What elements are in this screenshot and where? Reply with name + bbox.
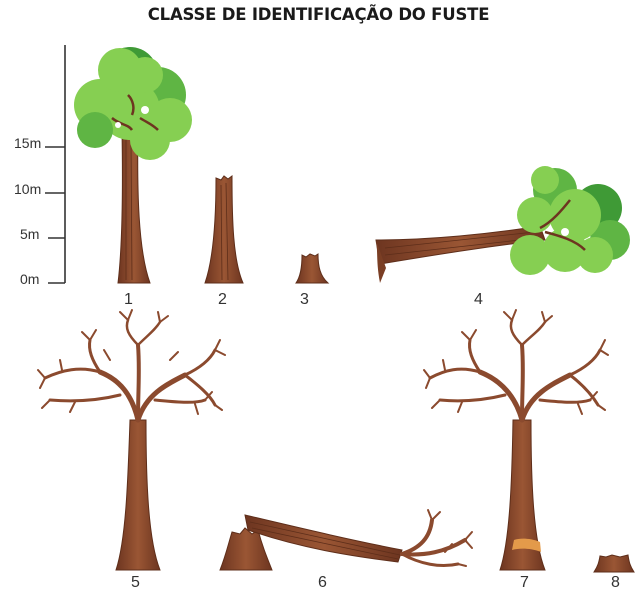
diagram-title: CLASSE DE IDENTIFICAÇÃO DO FUSTE: [147, 5, 490, 24]
tree-class-6: [219, 509, 473, 571]
class-number-3: 3: [300, 291, 309, 308]
class-number-1: 1: [124, 291, 133, 308]
class-number-6: 6: [318, 574, 327, 591]
tree-class-4: [375, 166, 630, 283]
tree-class-8: [593, 554, 635, 573]
class-number-2: 2: [218, 291, 227, 308]
class-number-4: 4: [474, 291, 483, 308]
height-scale: [45, 45, 66, 284]
scale-label-5m: 5m: [20, 226, 40, 242]
tree-class-2: [204, 175, 244, 284]
class-number-5: 5: [131, 574, 140, 591]
tree-class-3: [295, 253, 330, 284]
tree-class-7: [423, 309, 609, 571]
tree-4-crown: [510, 166, 630, 275]
girdle-band: [512, 538, 541, 552]
class-number-8: 8: [611, 574, 620, 591]
class-number-7: 7: [520, 574, 529, 591]
tree-class-1: [74, 47, 192, 284]
scale-label-0m: 0m: [20, 271, 40, 287]
tree-1-crown: [74, 47, 192, 160]
scale-label-10m: 10m: [14, 181, 42, 197]
tree-class-5: [37, 309, 226, 571]
scale-label-15m: 15m: [14, 135, 42, 151]
